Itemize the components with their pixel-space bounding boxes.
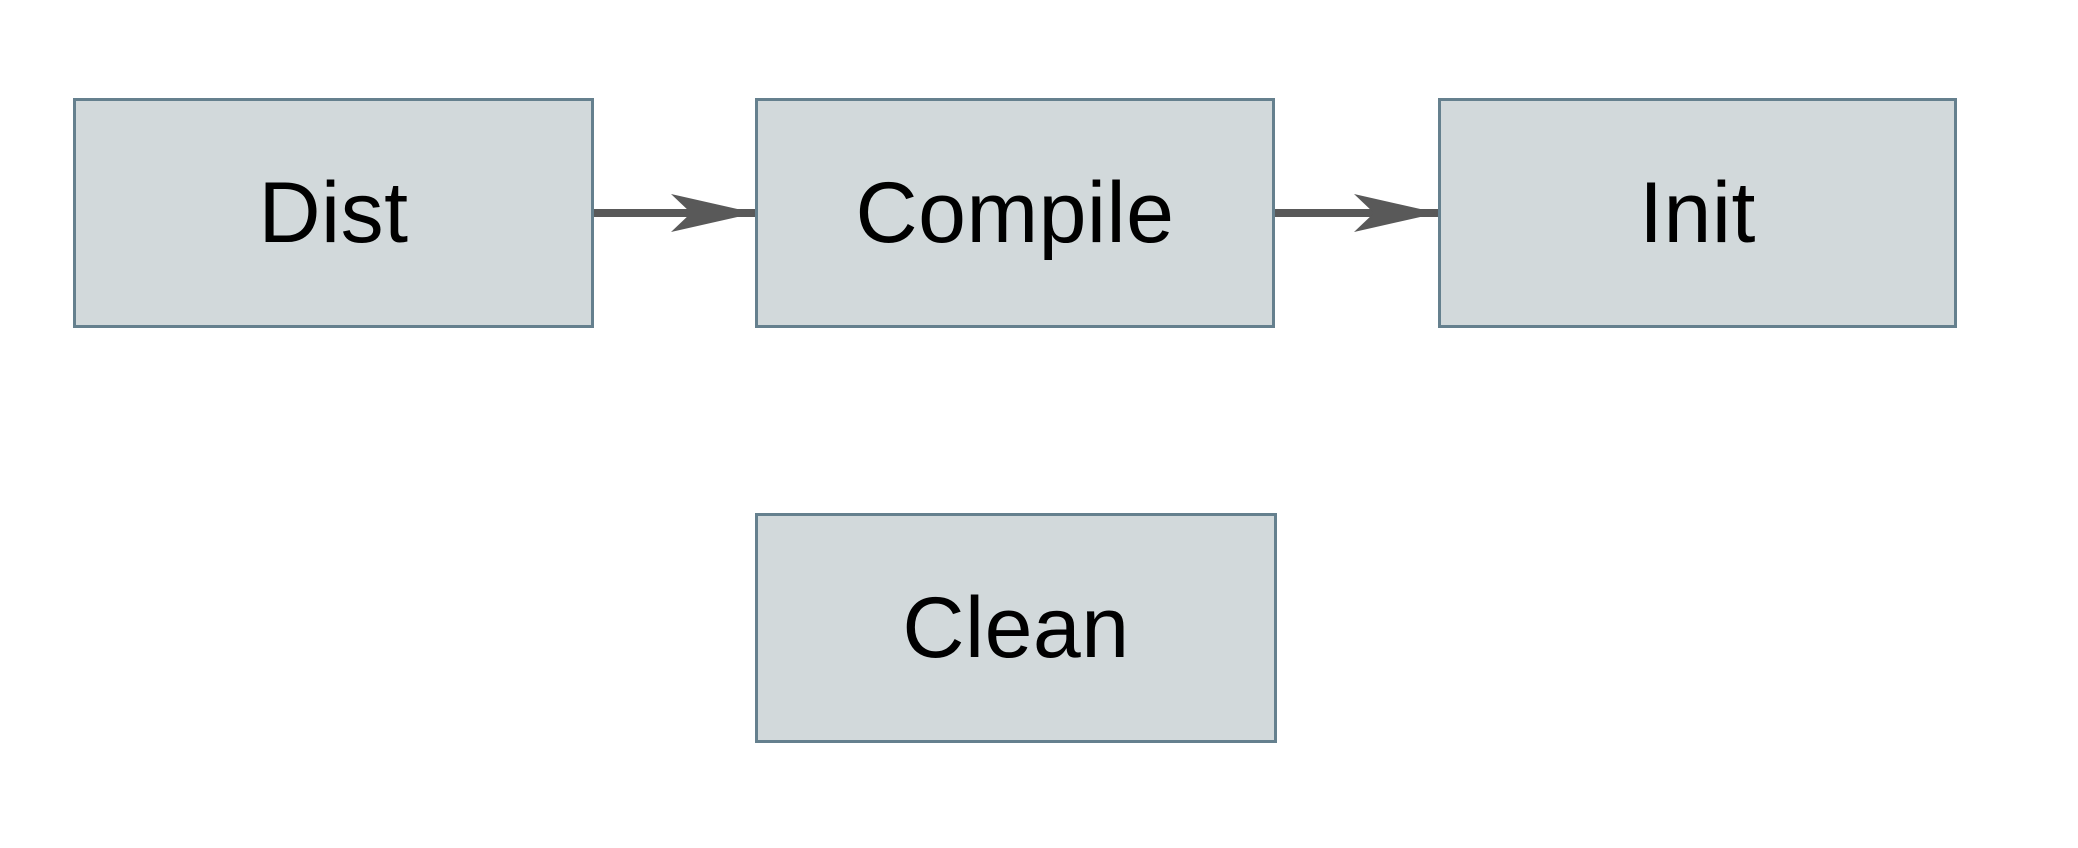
node-init: Init bbox=[1438, 98, 1957, 328]
node-clean: Clean bbox=[755, 513, 1277, 743]
node-clean-label: Clean bbox=[902, 580, 1130, 676]
node-dist-label: Dist bbox=[258, 165, 409, 261]
node-dist: Dist bbox=[73, 98, 594, 328]
node-compile: Compile bbox=[755, 98, 1275, 328]
node-compile-label: Compile bbox=[855, 165, 1175, 261]
node-init-label: Init bbox=[1639, 165, 1756, 261]
